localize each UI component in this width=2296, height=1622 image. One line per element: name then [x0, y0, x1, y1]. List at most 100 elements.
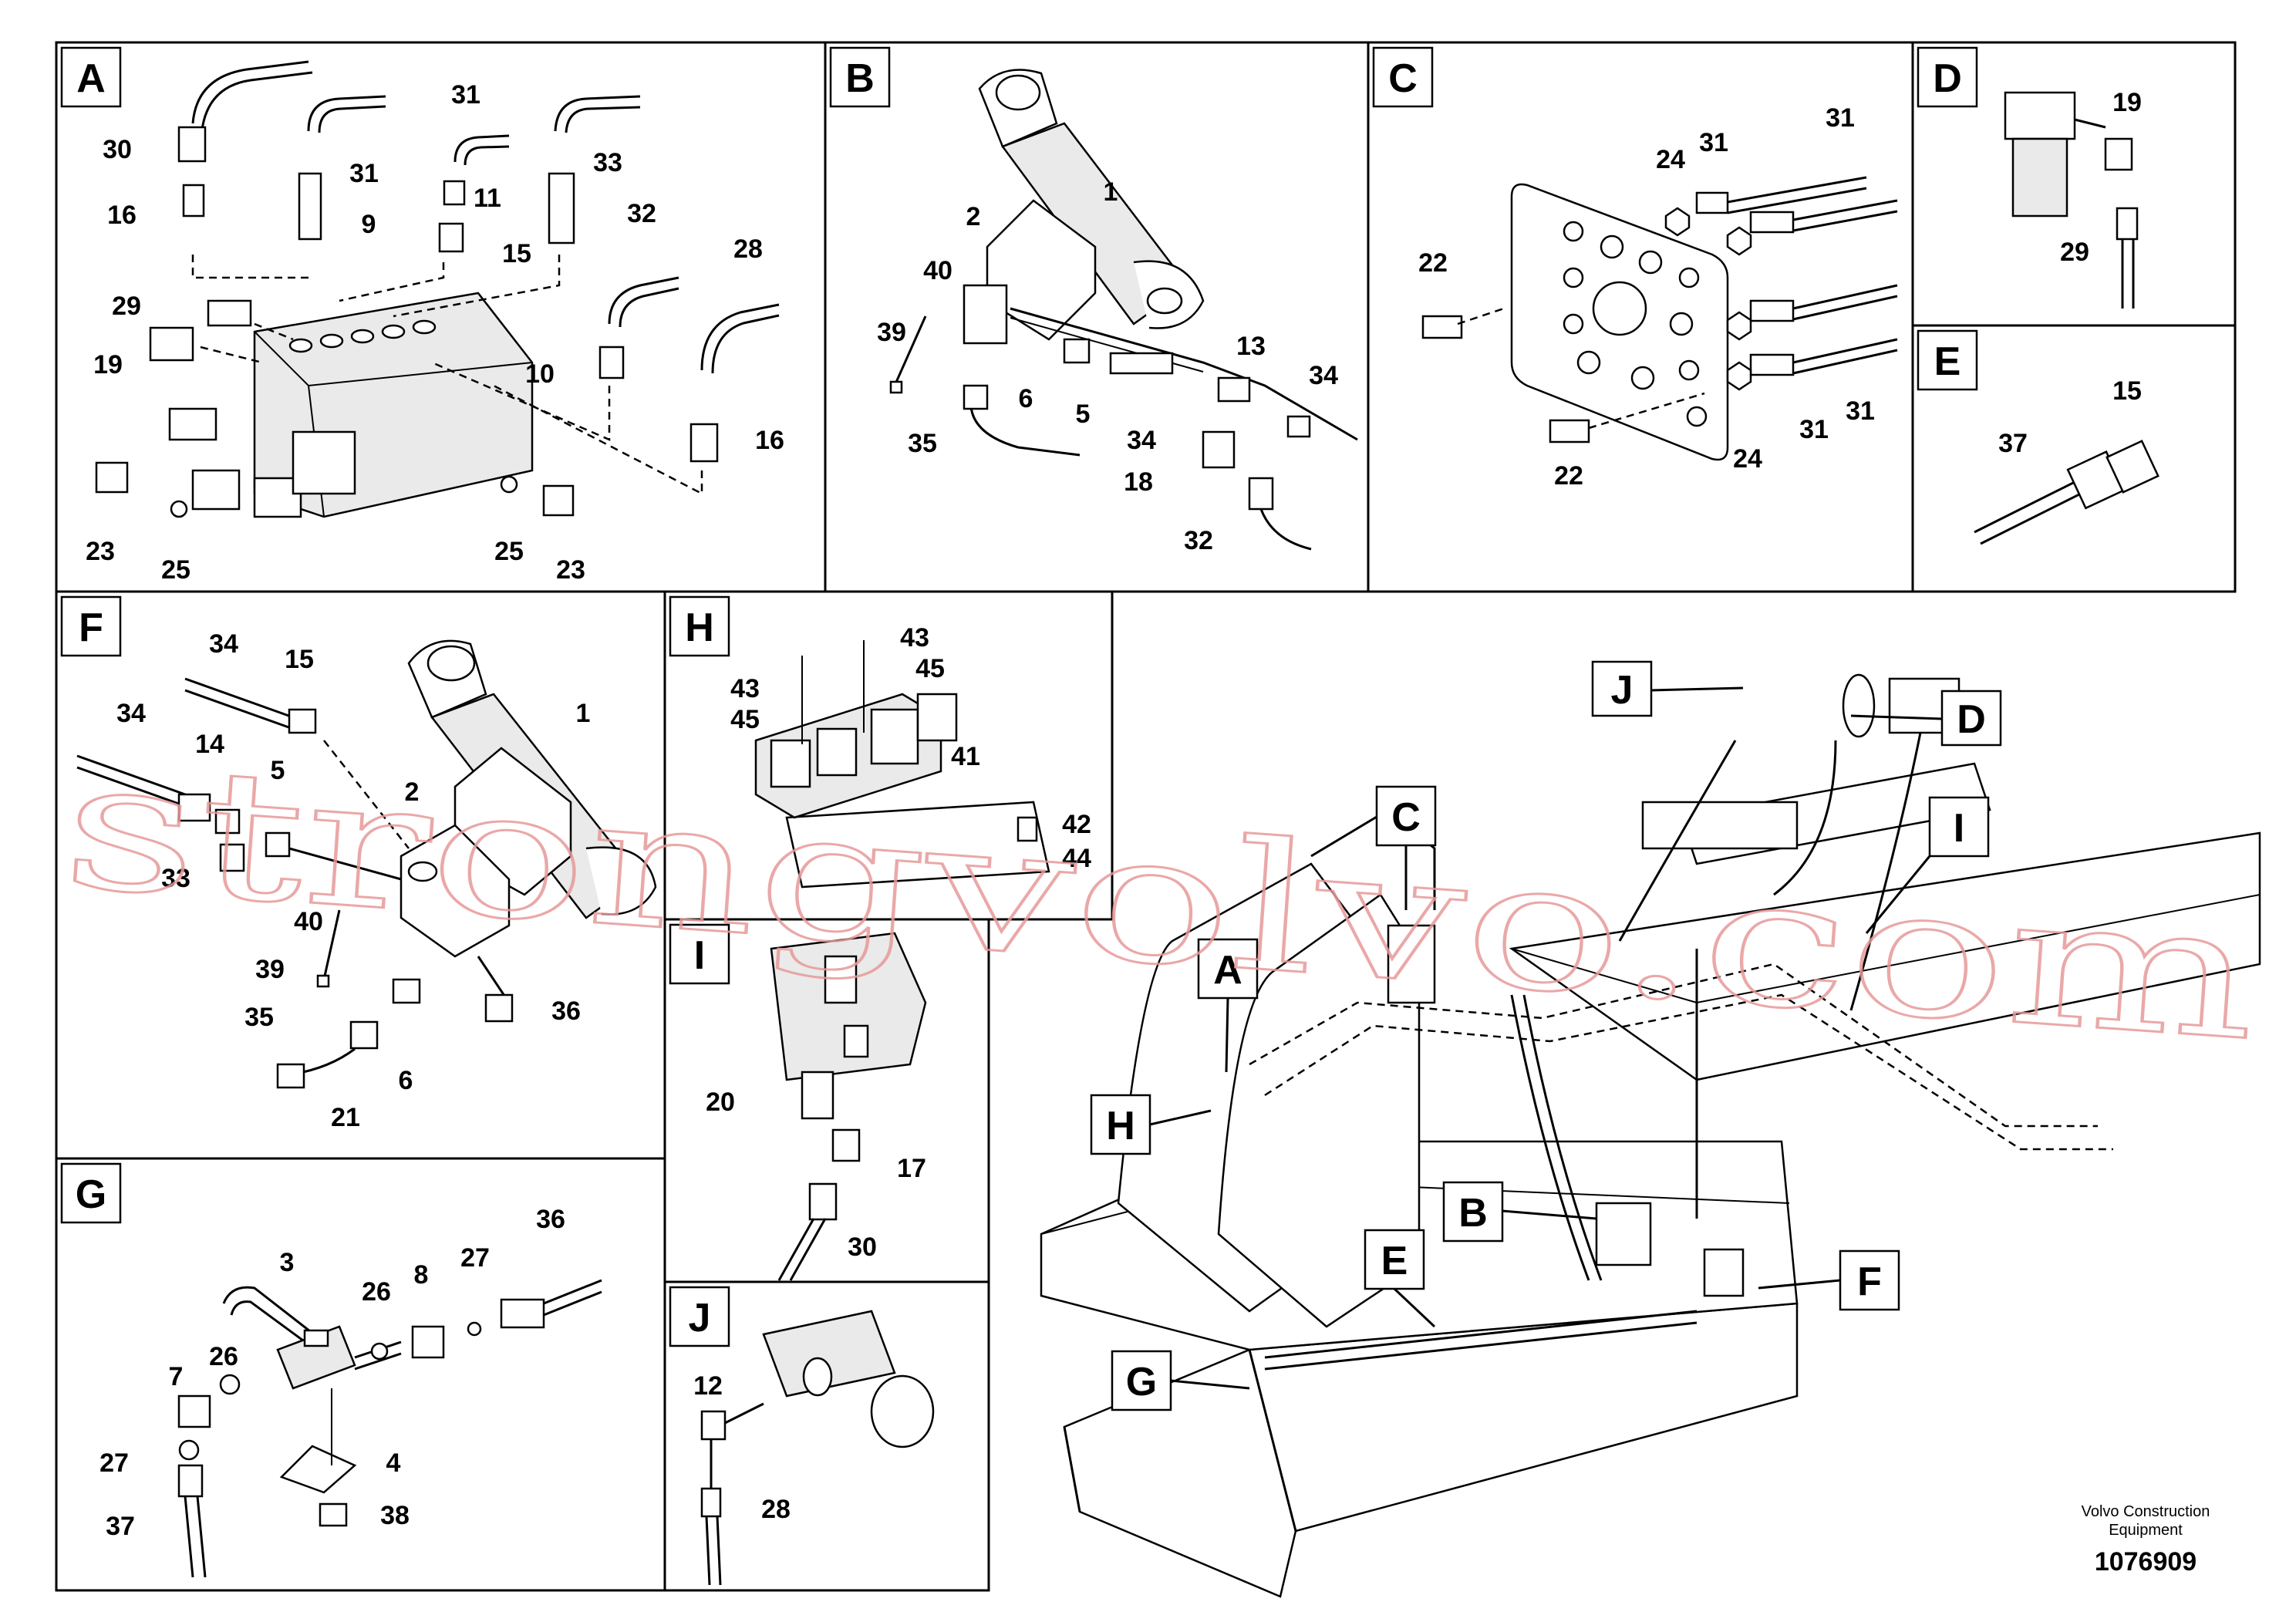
panel-label-A: A [60, 46, 122, 108]
panel-f-callouts: 34 15 1 34 14 5 2 33 40 39 35 6 36 21 [116, 629, 590, 1132]
panel-a-callouts: 30 16 31 9 31 15 11 33 32 28 29 19 10 16… [86, 80, 784, 585]
callout-d-19: 19 [2112, 88, 2142, 117]
callout-b-35: 35 [908, 429, 937, 458]
callout-f-6: 6 [399, 1066, 413, 1095]
callout-a-31-left: 31 [349, 159, 379, 188]
callout-f-39: 39 [255, 955, 285, 984]
callout-a-15: 15 [502, 239, 531, 268]
callout-d-29: 29 [2060, 238, 2089, 267]
panel-g-drawing [177, 1279, 602, 1578]
callout-a-29: 29 [112, 292, 141, 321]
overview-callout-H: H [1090, 1094, 1212, 1155]
panel-label-G: G [60, 1162, 122, 1224]
callout-b-32: 32 [1184, 526, 1213, 555]
footer: Volvo Construction Equipment 1076909 [2082, 1503, 2210, 1576]
panel-label-E: E [1917, 329, 1978, 391]
callout-j-12: 12 [693, 1371, 723, 1401]
callout-b-5: 5 [1076, 400, 1091, 429]
callout-i-20: 20 [706, 1088, 735, 1117]
panel-label-H: H [669, 595, 730, 657]
callout-b-1: 1 [1104, 177, 1118, 207]
callout-f-2: 2 [405, 777, 420, 807]
panel-label-C: C [1372, 46, 1434, 108]
callout-g-27-left: 27 [99, 1448, 129, 1478]
panel-label-J: J [669, 1286, 730, 1347]
svg-text:B: B [845, 56, 875, 101]
callout-f-14: 14 [195, 730, 224, 759]
overview-callout-I: I [1865, 796, 1990, 934]
panel-a-drawing [95, 60, 780, 518]
callout-a-31-right: 31 [451, 80, 480, 110]
callout-f-36: 36 [551, 996, 581, 1026]
callout-h-44: 44 [1062, 844, 1091, 873]
overview-callout-E: E [1364, 1229, 1436, 1328]
panel-h-drawing [754, 640, 1050, 889]
svg-text:I: I [694, 933, 705, 978]
callout-j-28: 28 [761, 1495, 791, 1524]
callout-g-38: 38 [380, 1501, 410, 1530]
callout-g-37: 37 [106, 1512, 135, 1541]
callout-b-40: 40 [923, 256, 952, 285]
callout-c-31-mid: 31 [1699, 128, 1728, 157]
callout-i-17: 17 [897, 1154, 926, 1183]
overview-callout-C: C [1375, 785, 1437, 910]
panel-c-drawing [1421, 176, 1898, 461]
callout-c-24-top: 24 [1656, 145, 1685, 174]
svg-text:D: D [1957, 697, 1986, 742]
callout-h-43-right: 43 [900, 623, 929, 653]
callout-a-30: 30 [103, 135, 132, 164]
callout-a-16-right: 16 [755, 426, 784, 455]
svg-text:H: H [685, 605, 714, 650]
svg-text:H: H [1106, 1104, 1135, 1148]
callout-g-26-left: 26 [209, 1342, 238, 1371]
callout-a-28: 28 [733, 234, 763, 264]
overview-callout-J: J [1591, 660, 1744, 717]
callout-a-9: 9 [362, 210, 376, 239]
callout-f-15: 15 [285, 645, 314, 674]
panel-b-callouts: 1 2 40 39 6 5 34 13 34 35 18 32 [877, 177, 1338, 555]
svg-text:G: G [1126, 1360, 1157, 1404]
panel-e-callouts: 15 37 [1998, 376, 2142, 458]
callout-f-21: 21 [331, 1103, 360, 1132]
overview-callout-F: F [1758, 1249, 1900, 1311]
svg-text:E: E [1381, 1239, 1408, 1283]
callout-h-41: 41 [951, 742, 980, 771]
callout-f-34-top: 34 [209, 629, 238, 659]
callout-a-25-right: 25 [494, 537, 524, 566]
callout-c-31-top: 31 [1826, 103, 1855, 133]
callout-a-25-left: 25 [161, 555, 190, 585]
callout-g-36: 36 [536, 1205, 565, 1234]
callout-h-45-right: 45 [915, 654, 945, 683]
panel-j-drawing [700, 1310, 935, 1586]
svg-text:B: B [1458, 1191, 1488, 1236]
callout-c-22-top: 22 [1418, 248, 1448, 278]
panel-d-callouts: 19 29 [2060, 88, 2142, 267]
callout-c-24-bottom: 24 [1733, 444, 1762, 474]
callout-b-18: 18 [1124, 467, 1153, 497]
svg-text:C: C [1388, 56, 1418, 101]
panel-f-drawing [76, 639, 657, 1089]
drawing-number: 1076909 [2095, 1547, 2197, 1576]
callout-f-40: 40 [294, 907, 323, 936]
panel-label-F: F [60, 595, 122, 657]
callout-f-34-left: 34 [116, 699, 146, 728]
callout-b-6: 6 [1019, 384, 1033, 413]
panel-g-callouts: 3 36 26 8 27 7 26 4 27 37 38 [99, 1205, 565, 1541]
callout-i-30: 30 [848, 1233, 877, 1262]
callout-a-10: 10 [525, 359, 555, 389]
svg-text:J: J [1611, 668, 1633, 713]
svg-text:D: D [1933, 56, 1962, 101]
panel-label-D: D [1917, 46, 1978, 108]
svg-text:G: G [76, 1172, 106, 1217]
panel-e-drawing [1974, 440, 2159, 545]
panel-label-B: B [829, 46, 891, 108]
callout-e-15: 15 [2112, 376, 2142, 406]
callout-c-31-bottom-right: 31 [1846, 396, 1875, 426]
callout-f-33: 33 [161, 864, 190, 893]
callout-a-32: 32 [627, 199, 656, 228]
overview-callout-A: A [1197, 938, 1259, 1073]
callout-g-4: 4 [386, 1448, 401, 1478]
callout-a-16: 16 [107, 201, 137, 230]
panel-d-drawing [2004, 91, 2139, 309]
